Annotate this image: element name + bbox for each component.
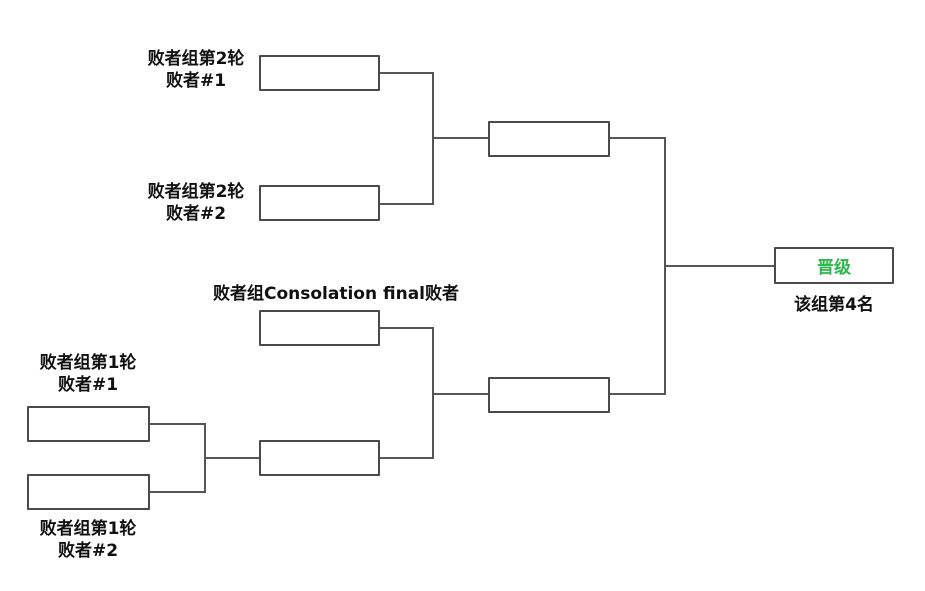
- advance-text: 晋级: [817, 258, 851, 278]
- label-result: 该组第4名: [770, 294, 898, 316]
- slot-consolation-loser: [259, 310, 380, 346]
- slot-r1-loser1: [27, 406, 150, 442]
- label-r2-loser2-line2: 败者#2: [165, 204, 227, 224]
- connector-consolation: [380, 327, 434, 459]
- slot-final-advance: 晋级: [774, 247, 894, 284]
- label-consolation: 败者组Consolation final败者: [186, 283, 486, 305]
- label-r2-loser2: 败者组第2轮 败者#2: [136, 181, 256, 225]
- slot-r2-loser1: [259, 55, 380, 91]
- slot-r2-loser2: [259, 185, 380, 221]
- label-r1-loser1-line2: 败者#1: [57, 375, 119, 395]
- label-r1-loser1: 败者组第1轮 败者#1: [28, 352, 148, 396]
- label-r2-loser2-line1: 败者组第2轮: [147, 182, 245, 202]
- slot-lower-semi: [488, 377, 610, 413]
- slot-r1-loser2: [27, 474, 150, 510]
- connector-final: [609, 137, 666, 395]
- label-r1-loser2-line2: 败者#2: [57, 541, 119, 561]
- label-r1-loser2: 败者组第1轮 败者#2: [28, 518, 148, 562]
- label-result-text: 该组第4名: [794, 295, 874, 315]
- label-r1-loser1-line1: 败者组第1轮: [39, 353, 137, 373]
- slot-consolation-winner: [259, 440, 380, 476]
- label-r1-loser2-line1: 败者组第1轮: [39, 519, 137, 539]
- label-r2-loser1-line1: 败者组第2轮: [147, 49, 245, 69]
- slot-upper-semi: [488, 121, 610, 157]
- connector-r1: [150, 423, 206, 493]
- label-r2-loser1: 败者组第2轮 败者#1: [136, 48, 256, 92]
- connector-r2-upper: [380, 72, 434, 205]
- label-consolation-text: 败者组Consolation final败者: [212, 284, 459, 304]
- label-r2-loser1-line2: 败者#1: [165, 71, 227, 91]
